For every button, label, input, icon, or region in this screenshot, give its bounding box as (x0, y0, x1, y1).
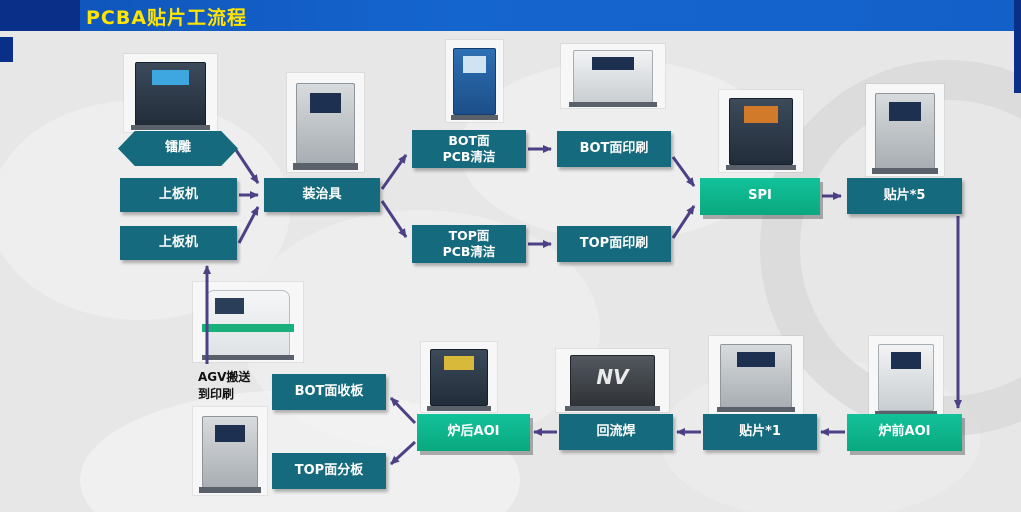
flow-node-reflow-soldering: 回流焊 (559, 414, 673, 450)
machine-body (569, 355, 656, 407)
pre-reflow-aoi-machine-photo (869, 336, 943, 418)
agv-robot-photo (193, 282, 303, 362)
post-reflow-aoi-machine-photo (421, 342, 497, 412)
machine-base (874, 410, 938, 417)
fixture-machine-photo (287, 73, 364, 172)
machine-base (427, 405, 491, 411)
flow-node-laser-marking: 镭雕 (118, 131, 238, 166)
flow-node-pre-reflow-aoi: 炉前AOI (847, 414, 962, 451)
title-bar (0, 0, 1021, 31)
machine-base (565, 406, 660, 411)
machine-screen (737, 351, 775, 368)
reflow-oven-logo: NV (596, 365, 629, 390)
machine-screen (891, 352, 921, 369)
machine-screen (215, 424, 245, 443)
machine-base (198, 487, 262, 494)
machine-base (569, 102, 657, 107)
pick-and-place-machine-photo (866, 84, 944, 176)
flow-node-install-fixture: 装治具 (264, 178, 380, 212)
flow-node-top-print: TOP面印刷 (557, 226, 671, 262)
machine-base (201, 354, 295, 361)
spi-machine-photo (719, 90, 803, 172)
reflow-oven-photo: NV (556, 349, 669, 412)
left-edge-accent (0, 37, 13, 62)
flow-node-spi: SPI (700, 178, 820, 215)
flow-node-bot-pcb-clean: BOT面 PCB清洁 (412, 130, 526, 168)
flow-node-bot-print: BOT面印刷 (557, 131, 671, 167)
machine-base (293, 163, 358, 171)
agv-transport-note: AGV搬送 到印刷 (198, 370, 251, 401)
laser-marking-machine-photo (124, 54, 217, 132)
machine-screen (151, 69, 190, 86)
flow-node-post-reflow-aoi: 炉后AOI (417, 414, 530, 451)
machine-base (450, 114, 499, 121)
machine-base (716, 407, 796, 413)
title-bar-accent (0, 0, 80, 31)
flow-node-placement-x5: 贴片*5 (847, 178, 962, 214)
flow-node-placement-x1: 贴片*1 (703, 414, 817, 450)
machine-screen (889, 102, 921, 121)
machine-screen (744, 106, 778, 123)
machine-screen (310, 92, 341, 113)
machine-base (131, 125, 210, 131)
page-title: PCBA贴片工流程 (86, 7, 248, 29)
depaneling-machine-photo (193, 407, 267, 495)
flow-node-bot-board-unload: BOT面收板 (272, 374, 386, 410)
machine-screen (592, 56, 634, 70)
right-edge-accent (1014, 0, 1021, 93)
flow-node-top-pcb-clean: TOP面 PCB清洁 (412, 225, 526, 263)
pick-and-place-machine-photo (709, 336, 803, 414)
flow-node-top-depanel: TOP面分板 (272, 453, 386, 489)
machine-screen (443, 356, 475, 370)
solder-printer-machine-photo (561, 44, 665, 108)
machine-base (872, 167, 938, 175)
machine-screen (215, 298, 244, 314)
pcb-cleaner-machine-photo (446, 40, 503, 122)
flow-node-board-loader-2: 上板机 (120, 226, 237, 260)
machine-base (725, 164, 797, 171)
flow-node-board-loader-1: 上板机 (120, 178, 237, 212)
machine-screen (463, 56, 486, 73)
agv-green-stripe (201, 323, 295, 332)
